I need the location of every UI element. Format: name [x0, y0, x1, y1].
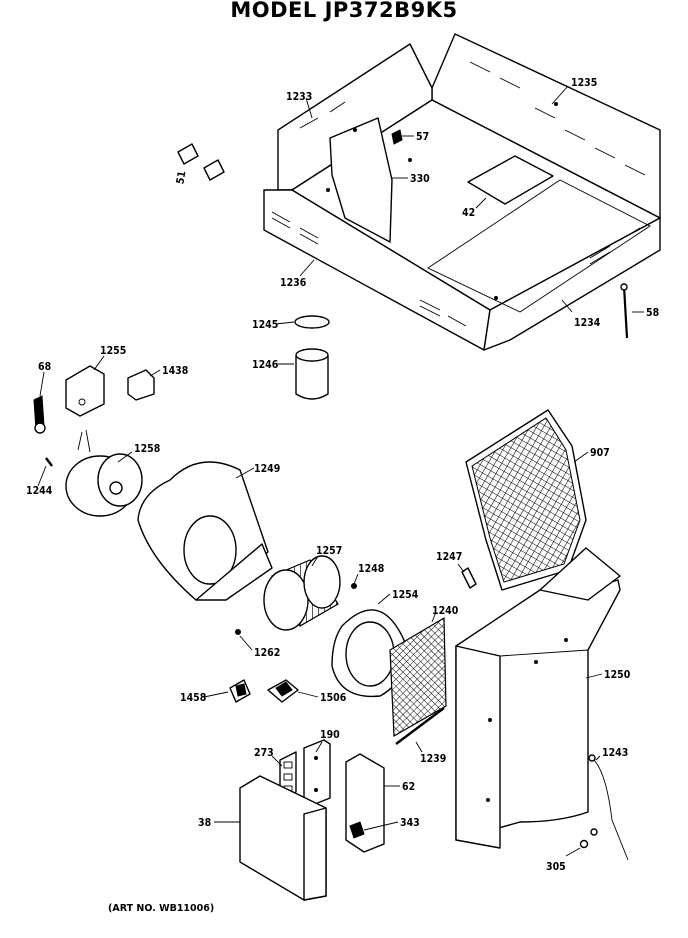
art-number: (ART NO. WB11006) [108, 903, 215, 914]
part-labels: 1233 1235 57 51 330 42 1236 1234 58 1245… [26, 77, 659, 873]
label-68: 68 [38, 361, 51, 373]
thermostat [229, 679, 251, 703]
grille-filter [389, 616, 447, 745]
small-nut [579, 839, 589, 849]
motor-screw [45, 457, 53, 467]
model-title: MODEL JP372B9K5 [230, 0, 458, 22]
label-305: 305 [546, 861, 566, 873]
blower-housing [137, 461, 273, 601]
motor-bracket [65, 365, 105, 417]
label-38: 38 [198, 817, 211, 829]
clip-pair [177, 143, 225, 181]
label-1248: 1248 [358, 563, 384, 575]
control-cover [239, 775, 327, 901]
blower-wheel [263, 555, 341, 631]
label-1258: 1258 [134, 443, 160, 455]
connector-block [127, 369, 155, 401]
label-1240: 1240 [432, 605, 459, 617]
air-duct [455, 547, 621, 849]
label-1506: 1506 [320, 692, 347, 704]
label-1262: 1262 [254, 647, 280, 659]
small-screws [235, 583, 357, 635]
label-1239: 1239 [420, 753, 446, 765]
label-190: 190 [320, 729, 340, 741]
control-board [345, 753, 385, 853]
label-273: 273 [254, 747, 274, 759]
label-1243: 1243 [602, 747, 628, 759]
label-1250: 1250 [604, 669, 631, 681]
label-1247: 1247 [436, 551, 462, 563]
filter-clip [461, 567, 477, 589]
label-1257: 1257 [316, 545, 342, 557]
label-1234: 1234 [574, 317, 601, 329]
orifice-ring [331, 609, 406, 698]
label-51: 51 [174, 170, 188, 185]
label-42: 42 [462, 207, 475, 219]
cord-clamp [33, 395, 46, 434]
label-58: 58 [646, 307, 659, 319]
long-screw [620, 283, 629, 339]
label-1249: 1249 [254, 463, 280, 475]
label-1244: 1244 [26, 485, 53, 497]
label-1245: 1245 [252, 319, 278, 331]
label-907: 907 [590, 447, 610, 459]
label-57: 57 [416, 131, 429, 143]
label-1255: 1255 [100, 345, 126, 357]
label-1254: 1254 [392, 589, 419, 601]
label-1458: 1458 [180, 692, 206, 704]
label-62: 62 [402, 781, 415, 793]
chassis-assembly [263, 33, 661, 351]
label-343: 343 [400, 817, 420, 829]
charcoal-filter [465, 409, 587, 591]
label-1235: 1235 [571, 77, 597, 89]
label-1233: 1233 [286, 91, 312, 103]
grease-cup-assembly [294, 315, 330, 400]
duct-rod [588, 754, 629, 861]
switch [267, 679, 299, 703]
label-1438: 1438 [162, 365, 188, 377]
blower-motor [65, 429, 143, 517]
leader-lines [37, 85, 644, 857]
label-1246: 1246 [252, 359, 279, 371]
label-1236: 1236 [280, 277, 307, 289]
label-330: 330 [410, 173, 430, 185]
